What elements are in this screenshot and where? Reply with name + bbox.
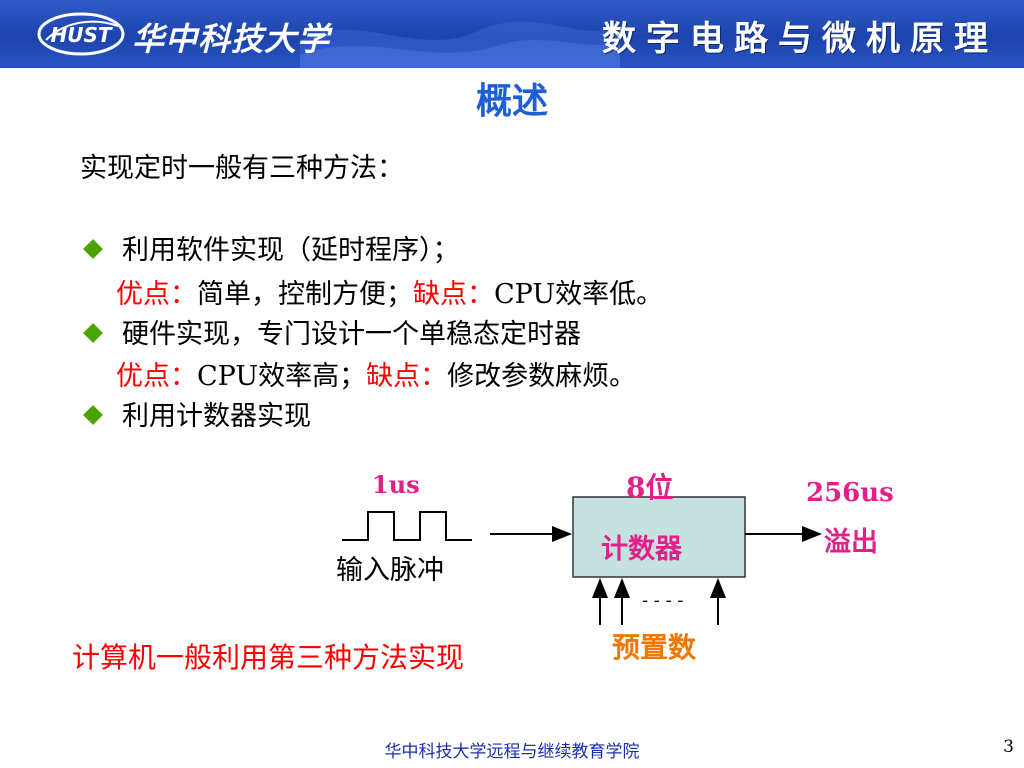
method2-text: 硬件实现，专门设计一个单稳态定时器 [122, 319, 581, 350]
school-name: 华中科技大学 [132, 20, 331, 58]
method2-line: 硬件实现，专门设计一个单稳态定时器 [80, 312, 581, 351]
m1-con-text: CPU效率低。 [494, 279, 664, 310]
header-wave-decoration [300, 21, 620, 68]
intro-text: 实现定时一般有三种方法： [80, 153, 404, 184]
header-banner: HUST 华中科技大学 数字电路与微机原理 [0, 0, 1024, 68]
m2-con-text: 修改参数麻烦。 [447, 361, 637, 392]
overflow-label: 溢出 [824, 527, 878, 558]
logo-text: HUST [50, 23, 112, 47]
course-title: 数字电路与微机原理 [602, 19, 998, 59]
pulse-period-label: 1us [372, 470, 420, 499]
m2-con-label: 缺点： [366, 361, 448, 392]
m2-pro-label: 优点： [116, 361, 197, 392]
hust-logo: HUST [36, 10, 126, 58]
method3-line: 利用计数器实现 [80, 394, 311, 433]
bullet-diamond-icon [83, 323, 103, 343]
preset-dashes: - - - - [642, 590, 684, 611]
m1-con-label: 缺点： [413, 279, 494, 310]
m1-pro-label: 优点： [116, 279, 197, 310]
page-number: 3 [1003, 737, 1014, 757]
counter-label: 计数器 [601, 534, 682, 565]
bullet-diamond-icon [83, 239, 103, 259]
input-pulse-label: 输入脉冲 [336, 555, 444, 586]
bit-width-label: 8位 [626, 471, 674, 504]
bullet-diamond-icon [83, 405, 103, 425]
footer-institution: 华中科技大学远程与继续教育学院 [384, 742, 640, 762]
slide-title: 概述 [475, 81, 548, 122]
method1-text: 利用软件实现（延时程序）； [122, 235, 460, 266]
preset-label: 预置数 [612, 631, 697, 664]
method1-proscons: 优点：简单，控制方便；缺点：CPU效率低。 [116, 272, 663, 311]
method2-proscons: 优点：CPU效率高；缺点：修改参数麻烦。 [116, 354, 636, 393]
m1-pro-text: 简单，控制方便； [197, 279, 413, 310]
method1-line: 利用软件实现（延时程序）； [80, 228, 460, 267]
overflow-time-label: 256us [806, 478, 894, 508]
pulse-waveform [342, 511, 472, 541]
m2-pro-text: CPU效率高； [197, 361, 367, 392]
method3-text: 利用计数器实现 [122, 401, 311, 432]
conclusion-text: 计算机一般利用第三种方法实现 [72, 641, 465, 674]
